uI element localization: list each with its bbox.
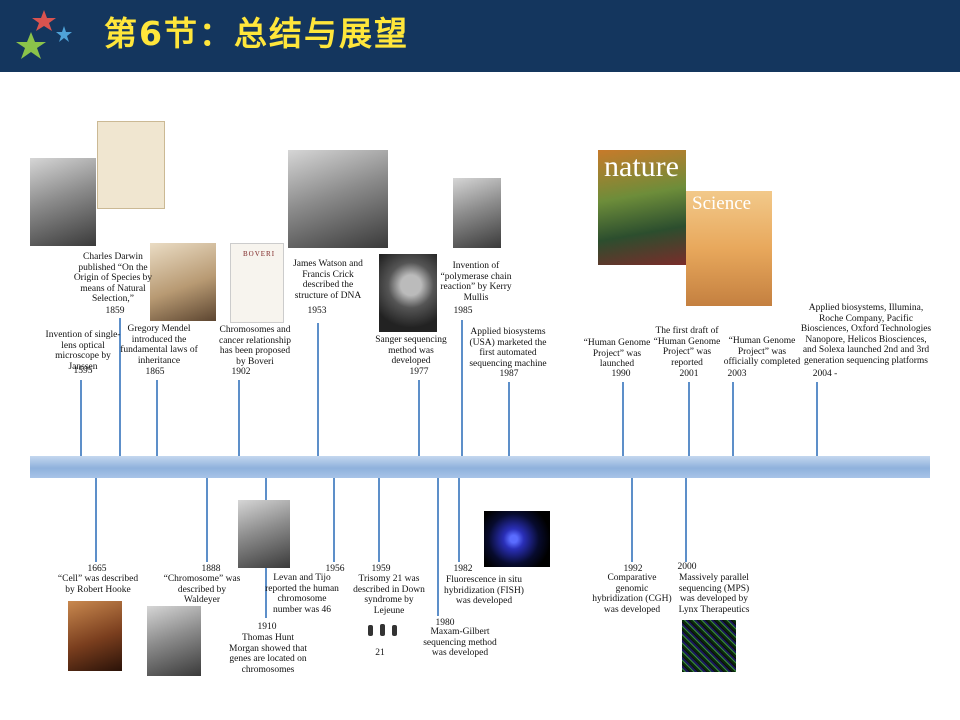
origin-of-species-book xyxy=(97,121,165,209)
waldeyer-portrait xyxy=(147,606,201,676)
tick-1987 xyxy=(508,382,510,456)
darwin-portrait xyxy=(30,158,96,246)
event-year: 1910 xyxy=(257,622,277,632)
nature-cover-title: nature xyxy=(604,150,679,183)
tick-1956 xyxy=(333,478,335,562)
event-year: 1595 xyxy=(73,366,93,376)
event-year: 1888 xyxy=(201,564,221,574)
tick-2000 xyxy=(685,478,687,562)
tick-1859 xyxy=(119,318,121,456)
event-year: 1859 xyxy=(105,306,125,316)
header-bar: 第6节：总结与展望 xyxy=(0,0,960,72)
mullis-photo xyxy=(453,178,501,248)
event-text: James Watson and Francis Crick described… xyxy=(293,259,363,301)
event-text: “Human Genome Project” was launched xyxy=(583,338,651,369)
event-text: Invention of single- lens optical micros… xyxy=(45,330,121,372)
event-year: 2003 xyxy=(727,369,747,379)
event-year: 1902 xyxy=(231,367,251,377)
hooke-portrait xyxy=(68,601,122,671)
event-year: 1977 xyxy=(409,367,429,377)
event-year: 1665 xyxy=(87,564,107,574)
event-text: Applied biosystems (USA) marketed the fi… xyxy=(469,327,547,369)
event-text: Gregory Mendel introduced the fundamenta… xyxy=(120,324,198,366)
tick-1982 xyxy=(458,478,460,562)
timeline-axis xyxy=(30,456,930,478)
event-year: 1980 xyxy=(435,618,455,628)
event-year: 1985 xyxy=(453,306,473,316)
tick-1990 xyxy=(622,382,624,456)
event-text: The first draft of “Human Genome Project… xyxy=(653,326,721,368)
science-cover-title: Science xyxy=(692,193,752,214)
event-text: Invention of “polymerase chain reaction”… xyxy=(440,261,512,303)
event-text: Massively parallel sequencing (MPS) was … xyxy=(678,573,750,615)
tick-1985 xyxy=(461,320,463,456)
tick-1595 xyxy=(80,380,82,456)
watson-crick-photo xyxy=(288,150,388,248)
event-year: 1990 xyxy=(611,369,631,379)
event-text: Maxam-Gilbert sequencing method was deve… xyxy=(423,627,497,658)
event-year: 1982 xyxy=(453,564,473,574)
boveri-book-title: BOVERI xyxy=(243,250,276,258)
event-text: Levan and Tijo reported the human chromo… xyxy=(265,573,339,615)
trisomy-number-label: 21 xyxy=(375,648,385,658)
tick-1959 xyxy=(378,478,380,562)
tick-2001 xyxy=(688,382,690,456)
event-text: Sanger sequencing method was developed xyxy=(375,335,447,366)
tick-2003 xyxy=(732,382,734,456)
tick-1888 xyxy=(206,478,208,562)
event-year: 1953 xyxy=(307,306,327,316)
stars-logo-icon xyxy=(16,10,72,59)
morgan-portrait xyxy=(238,500,290,568)
nature-cover: nature xyxy=(598,150,686,265)
event-year: 1959 xyxy=(371,564,391,574)
sanger-portrait xyxy=(379,254,437,332)
event-text: Trisomy 21 was described in Down syndrom… xyxy=(353,574,425,616)
science-cover: Science xyxy=(686,191,772,306)
event-year: 2000 xyxy=(677,562,697,572)
tick-1977 xyxy=(418,380,420,456)
event-year: 1992 xyxy=(623,564,643,574)
tick-2004 xyxy=(816,382,818,456)
event-text: Thomas Hunt Morgan showed that genes are… xyxy=(229,633,307,675)
tick-1902 xyxy=(238,380,240,456)
event-year: 2001 xyxy=(679,369,699,379)
event-text: “Chromosome” was described by Waldeyer xyxy=(163,574,241,605)
event-text: Fluorescence in situ hybridization (FISH… xyxy=(444,575,524,606)
event-text: “Cell” was described by Robert Hooke xyxy=(57,574,139,595)
fish-image xyxy=(484,511,550,567)
tick-1665 xyxy=(95,478,97,562)
tick-1865 xyxy=(156,380,158,456)
mps-array-image xyxy=(682,620,736,672)
mendel-portrait xyxy=(150,243,216,321)
trisomy-chromosomes-image xyxy=(366,622,400,638)
event-text: Chromosomes and cancer relationship has … xyxy=(218,325,291,367)
event-text: Comparative genomic hybridization (CGH) … xyxy=(592,573,672,615)
tick-1953 xyxy=(317,323,319,456)
event-year: 2004 - xyxy=(812,369,838,379)
boveri-book: BOVERI xyxy=(230,243,284,323)
event-text: Applied biosystems, Illumina, Roche Comp… xyxy=(800,303,932,366)
page-title: 第6节：总结与展望 xyxy=(104,14,409,53)
event-year: 1956 xyxy=(325,564,345,574)
event-year: 1987 xyxy=(499,369,519,379)
tick-1992 xyxy=(631,478,633,562)
tick-1980 xyxy=(437,478,439,616)
event-text: Charles Darwin published “On the Origin … xyxy=(73,252,153,304)
event-year: 1865 xyxy=(145,367,165,377)
event-text: “Human Genome Project” was officially co… xyxy=(723,336,801,367)
